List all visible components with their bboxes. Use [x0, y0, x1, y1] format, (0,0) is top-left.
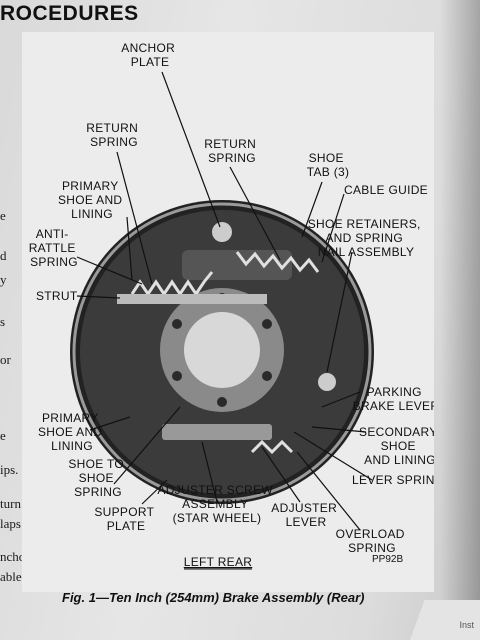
primary-top-l2: SHOE AND: [58, 193, 122, 207]
left-rear-l1: LEFT REAR: [184, 555, 253, 569]
return-spring-right-l2: SPRING: [208, 151, 256, 165]
primary-bottom-l2: SHOE AND: [38, 425, 102, 439]
shoe-to-shoe-l1: SHOE TO: [68, 457, 124, 471]
label-primary-shoe-top: PRIMARY SHOE AND LINING: [58, 179, 126, 221]
label-shoe-retainers: SHOE RETAINERS, AND SPRING NAIL ASSEMBLY: [308, 217, 425, 259]
return-spring-left-l1: RETURN: [86, 121, 138, 135]
label-return-spring-left: RETURN SPRING: [86, 121, 141, 149]
corner-text: Inst: [459, 620, 474, 630]
brake-assembly-figure: ANCHOR PLATE RETURN SPRING RETURN SPRING…: [22, 32, 434, 592]
anchor-plate-l2: PLATE: [131, 55, 170, 69]
return-spring-left-l2: SPRING: [90, 135, 138, 149]
shoe-to-shoe-l3: SPRING: [74, 485, 122, 499]
label-anchor-plate: ANCHOR PLATE: [121, 41, 178, 69]
anti-rattle-l2: RATTLE: [29, 241, 76, 255]
secondary-l2: SHOE: [381, 439, 416, 453]
retainers-l3: NAIL ASSEMBLY: [318, 245, 415, 259]
return-spring-right: [235, 251, 320, 273]
adjuster-lever-l2: LEVER: [286, 515, 327, 529]
label-code: PP92B: [372, 554, 403, 565]
support-plate-l1: SUPPORT: [94, 505, 154, 519]
anchor-plate-l1: ANCHOR: [121, 41, 175, 55]
primary-top-l3: LINING: [71, 207, 113, 221]
lever-spring-l1: LEVER SPRING: [352, 473, 434, 487]
margin-fragment-frag-e2: e: [0, 428, 6, 443]
adjuster-screw: [162, 424, 272, 440]
label-left-rear: LEFT REAR: [184, 555, 253, 569]
label-strut: STRUT: [36, 289, 78, 303]
label-return-spring-right: RETURN SPRING: [204, 137, 259, 165]
brake-diagram: ANCHOR PLATE RETURN SPRING RETURN SPRING…: [29, 41, 434, 570]
margin-fragment-frag-turn: turn: [0, 496, 21, 511]
label-adjuster-screw: ADJUSTER SCREW ASSEMBLY (STAR WHEEL): [157, 483, 276, 525]
retainer-nail: [318, 373, 336, 391]
shoe-to-shoe-l2: SHOE: [79, 471, 114, 485]
lower-spring: [250, 439, 294, 455]
adjuster-screw-l3: (STAR WHEEL): [173, 511, 262, 525]
return-spring-right-l1: RETURN: [204, 137, 256, 151]
label-shoe-to-shoe: SHOE TO SHOE SPRING: [68, 457, 127, 499]
margin-fragment-frag-y: y: [0, 272, 7, 287]
shoe-tab-l2: TAB (3): [307, 165, 350, 179]
adjuster-lever-l1: ADJUSTER: [271, 501, 337, 515]
label-anti-rattle: ANTI- RATTLE SPRING: [29, 227, 80, 269]
anchor-pin: [212, 222, 232, 242]
shoe-lining-ring: [72, 202, 372, 502]
anti-rattle-l3: SPRING: [30, 255, 78, 269]
label-shoe-tab: SHOE TAB (3): [307, 151, 350, 179]
retainers-l1: SHOE RETAINERS,: [308, 217, 421, 231]
margin-fragment-frag-ips: ips.: [0, 462, 19, 477]
leader-lines: [76, 71, 373, 531]
label-adjuster-lever: ADJUSTER LEVER: [271, 501, 340, 529]
label-secondary-shoe: SECONDARY SHOE AND LINING: [359, 425, 434, 467]
strut-bar: [117, 294, 267, 304]
margin-fragment-frag-s: s: [0, 314, 6, 329]
margin-fragment-frag-or: or: [0, 352, 11, 367]
overload-l1: OVERLOAD: [336, 527, 405, 541]
margin-fragment-frag-laps: laps: [0, 516, 21, 531]
adjuster-screw-l2: ASSEMBLY: [182, 497, 248, 511]
adjuster-screw-l1: ADJUSTER SCREW: [157, 483, 273, 497]
margin-fragment-frag-d: d: [0, 248, 7, 263]
label-overload-spring: OVERLOAD SPRING: [336, 527, 409, 555]
section-heading: ROCEDURES: [0, 2, 139, 25]
code-l1: PP92B: [372, 554, 403, 565]
overload-l2: SPRING: [348, 541, 396, 555]
figure-caption: Fig. 1—Ten Inch (254mm) Brake Assembly (…: [62, 590, 365, 605]
shoe-tab-l1: SHOE: [309, 151, 344, 165]
primary-bottom-l3: LINING: [51, 439, 93, 453]
anti-rattle-l1: ANTI-: [36, 227, 69, 241]
parking-l1: PARKING: [367, 385, 422, 399]
label-support-plate: SUPPORT PLATE: [94, 505, 157, 533]
wheel-cylinder: [182, 250, 292, 280]
label-parking-brake-lever: PARKING BRAKE LEVER: [353, 385, 434, 413]
support-plate-l2: PLATE: [107, 519, 146, 533]
margin-fragment-frag-able: able,: [0, 569, 25, 584]
strut-l1: STRUT: [36, 289, 78, 303]
return-spring-left: [130, 271, 214, 297]
secondary-l1: SECONDARY: [359, 425, 434, 439]
page-edge-shadow: [440, 0, 480, 640]
primary-bottom-l1: PRIMARY: [42, 411, 98, 425]
label-cable-guide: CABLE GUIDE: [344, 183, 428, 197]
margin-fragment-frag-e1: e: [0, 208, 6, 223]
parking-l2: BRAKE LEVER: [353, 399, 434, 413]
secondary-l3: AND LINING: [364, 453, 434, 467]
primary-top-l1: PRIMARY: [62, 179, 118, 193]
cable-guide-l1: CABLE GUIDE: [344, 183, 428, 197]
label-primary-shoe-bottom: PRIMARY SHOE AND LINING: [38, 411, 106, 453]
label-lever-spring: LEVER SPRING: [352, 473, 434, 487]
hub-center: [184, 312, 260, 388]
retainers-l2: AND SPRING: [325, 231, 403, 245]
